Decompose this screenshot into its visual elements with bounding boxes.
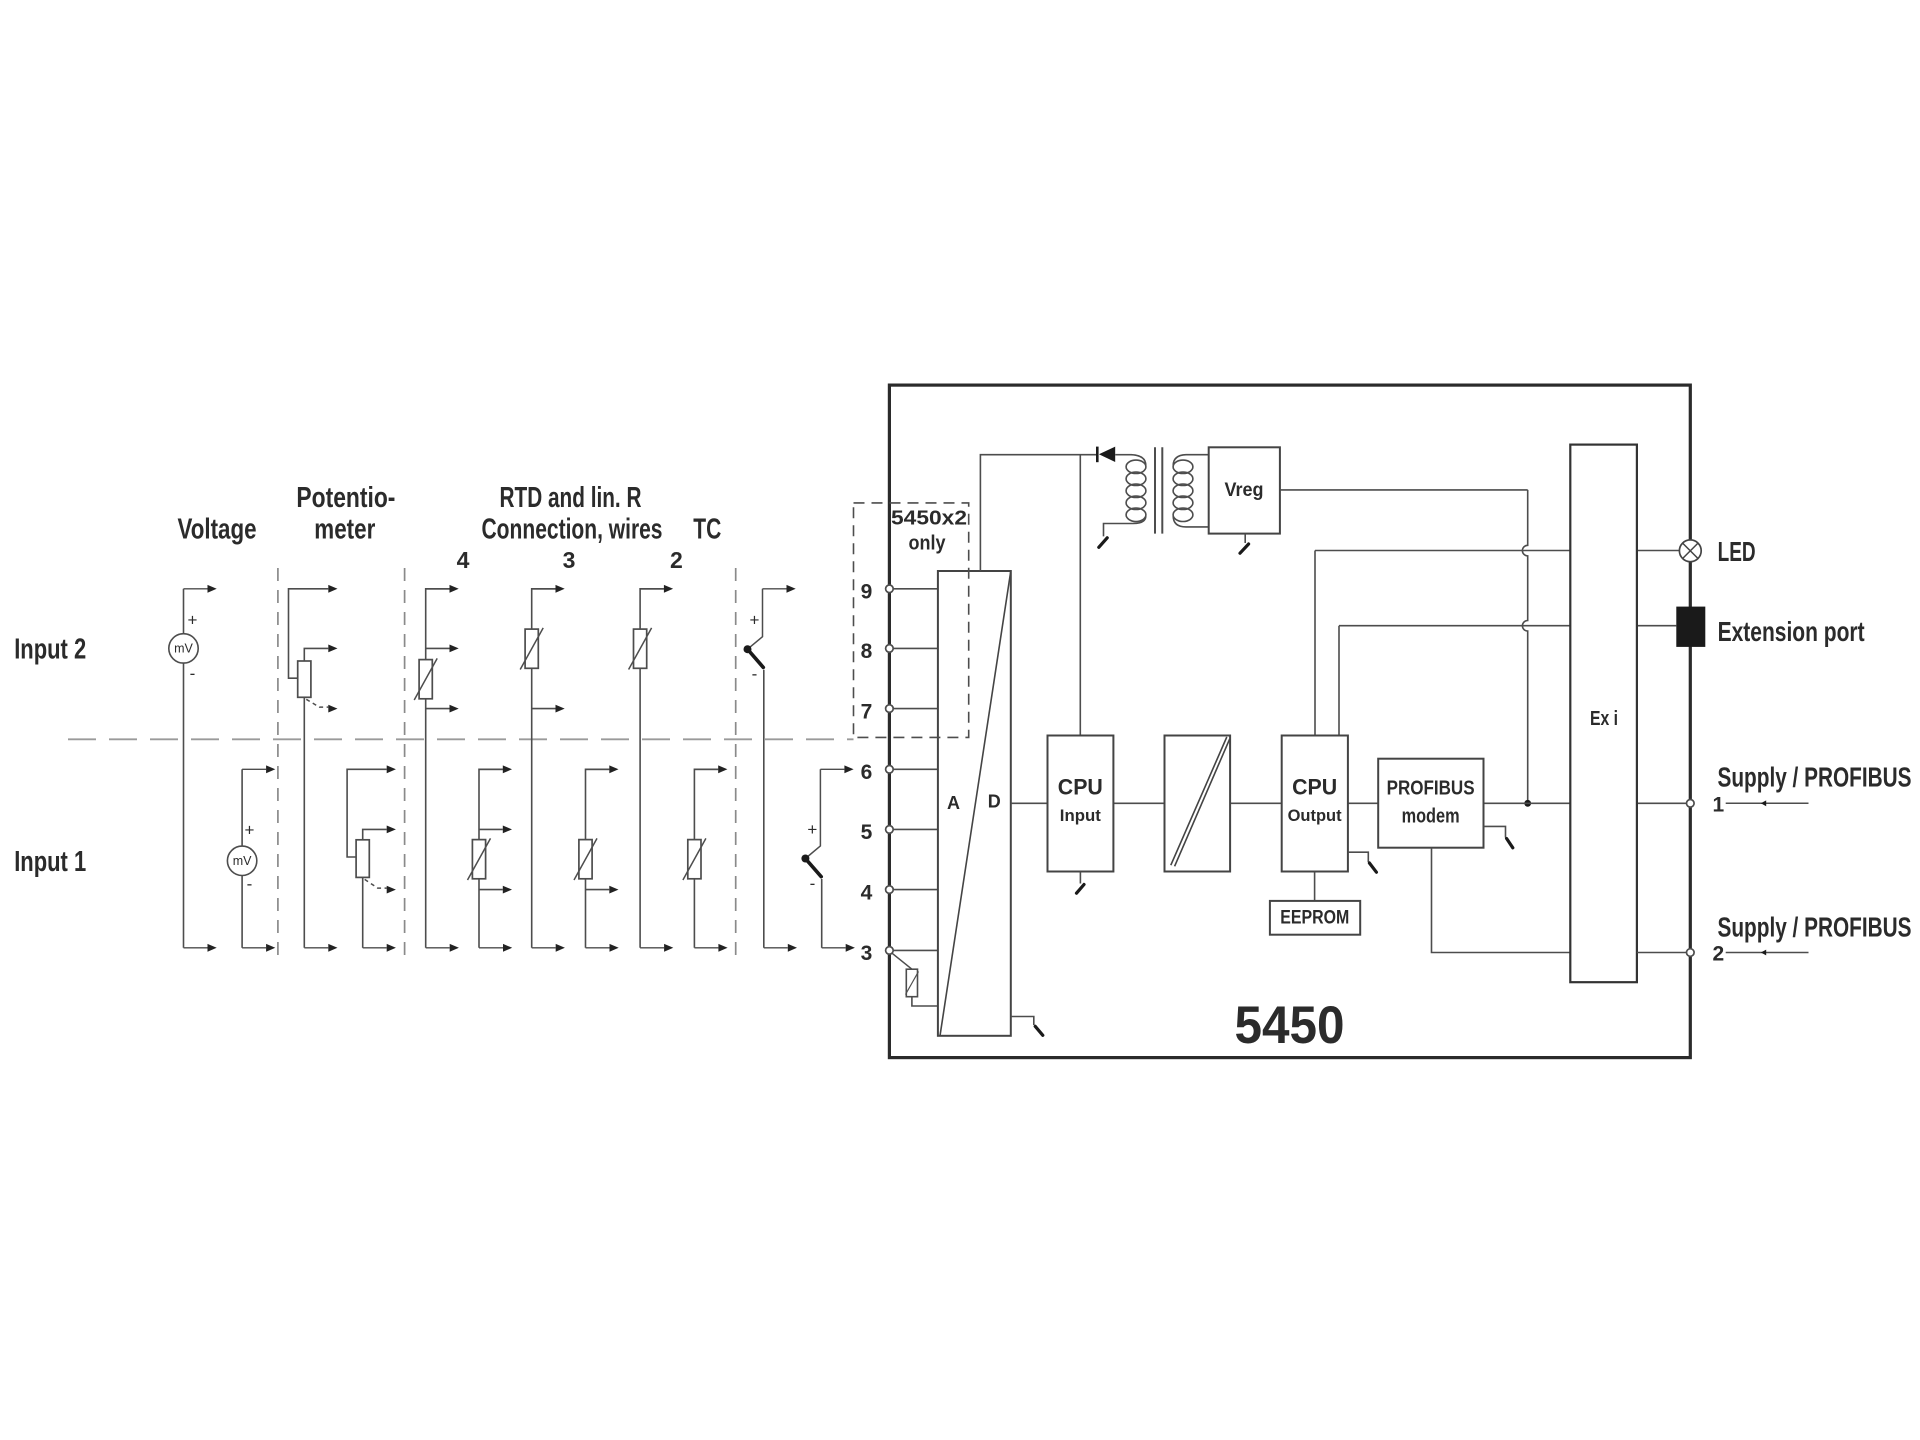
svg-text:modem: modem [1402, 805, 1460, 827]
svg-text:meter: meter [314, 514, 375, 546]
svg-text:Vreg: Vreg [1225, 480, 1264, 501]
svg-text:+: + [245, 821, 255, 840]
svg-text:8: 8 [861, 640, 873, 663]
svg-text:PROFIBUS: PROFIBUS [1387, 777, 1475, 799]
svg-text:Voltage: Voltage [178, 514, 257, 546]
svg-text:2: 2 [1713, 943, 1725, 966]
svg-text:TC: TC [693, 514, 721, 546]
svg-text:Input 2: Input 2 [14, 634, 86, 666]
svg-text:mV: mV [233, 854, 252, 868]
svg-text:Output: Output [1288, 806, 1342, 825]
svg-text:4: 4 [861, 881, 873, 904]
svg-text:7: 7 [861, 700, 873, 723]
svg-text:3: 3 [861, 942, 873, 965]
svg-text:+: + [750, 611, 760, 630]
svg-text:-: - [247, 875, 253, 894]
svg-text:Supply / PROFIBUS: Supply / PROFIBUS [1718, 762, 1912, 793]
svg-text:+: + [188, 611, 198, 630]
svg-text:3: 3 [563, 547, 576, 573]
svg-text:Extension port: Extension port [1718, 616, 1865, 647]
svg-text:only: only [909, 533, 947, 555]
svg-text:2: 2 [670, 547, 683, 573]
svg-text:mV: mV [174, 641, 193, 655]
svg-text:5450x2: 5450x2 [891, 508, 967, 530]
svg-text:Input 1: Input 1 [14, 846, 86, 878]
svg-text:4: 4 [457, 547, 470, 573]
svg-text:-: - [752, 665, 758, 684]
svg-text:Connection, wires: Connection, wires [482, 514, 663, 546]
svg-text:Ex i: Ex i [1590, 708, 1618, 730]
svg-text:5: 5 [861, 821, 873, 844]
svg-text:D: D [988, 792, 1001, 812]
svg-text:9: 9 [861, 581, 873, 604]
svg-text:6: 6 [861, 761, 873, 784]
svg-text:5450: 5450 [1235, 996, 1345, 1055]
svg-text:EEPROM: EEPROM [1280, 907, 1349, 928]
svg-text:Supply / PROFIBUS: Supply / PROFIBUS [1718, 912, 1912, 943]
svg-text:+: + [807, 820, 817, 839]
svg-text:CPU: CPU [1292, 775, 1337, 800]
svg-text:CPU: CPU [1058, 775, 1103, 800]
svg-text:-: - [190, 664, 196, 683]
svg-text:RTD and lin. R: RTD and lin. R [500, 482, 642, 514]
svg-text:LED: LED [1718, 536, 1756, 567]
svg-text:Input: Input [1060, 806, 1101, 825]
svg-text:-: - [810, 874, 816, 893]
svg-text:1: 1 [1713, 794, 1725, 817]
svg-text:Potentio-: Potentio- [296, 482, 395, 514]
svg-text:A: A [947, 793, 960, 813]
